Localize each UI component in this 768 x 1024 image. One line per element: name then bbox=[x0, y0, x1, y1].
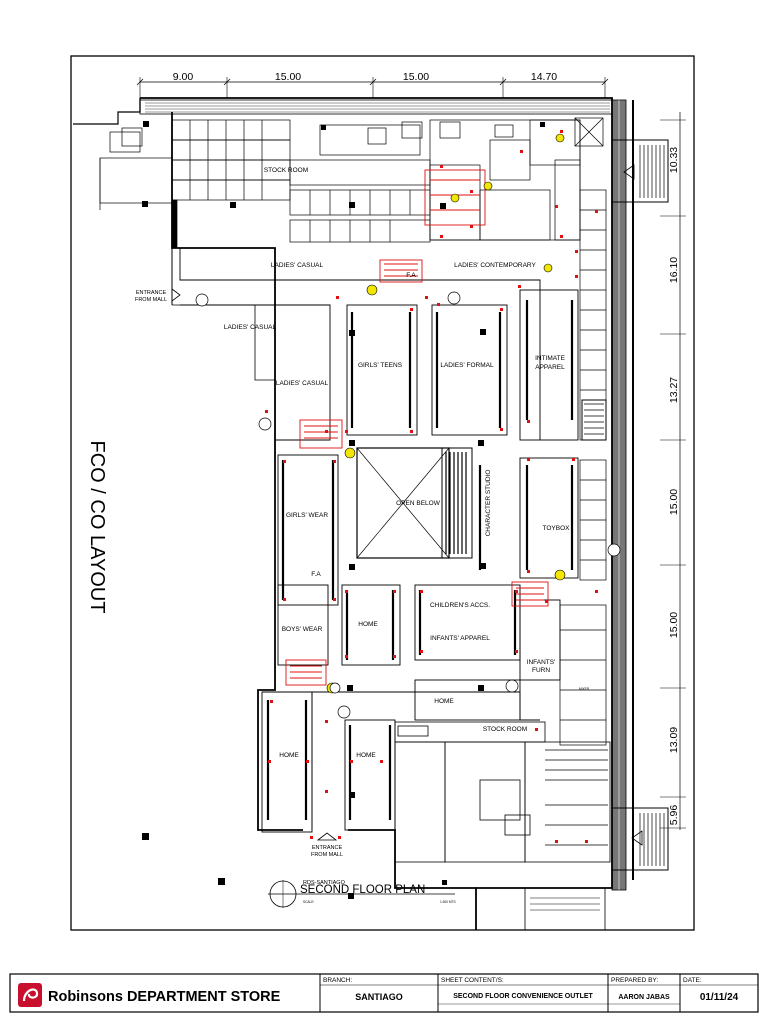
stock-room-top-label: STOCK ROOM bbox=[264, 167, 308, 174]
date-value: 01/11/24 bbox=[700, 992, 739, 1003]
label-mixer: MIXER bbox=[579, 687, 590, 691]
label-character-studio: CHARACTER STUDIO bbox=[485, 470, 492, 537]
sheet-content-label: SHEET CONTENT/S: bbox=[441, 977, 504, 984]
label-infants-furn-2: FURN bbox=[532, 667, 550, 674]
label-ladies-contemporary: LADIES' CONTEMPORARY bbox=[454, 262, 536, 269]
prepared-by-label: PREPARED BY: bbox=[611, 977, 658, 984]
dim-top-2: 15.00 bbox=[275, 71, 301, 83]
dim-right-5: 15.00 bbox=[668, 612, 680, 638]
dim-right-4: 15.00 bbox=[668, 489, 680, 515]
label-fa-2: F.A bbox=[311, 571, 321, 578]
section-callouts bbox=[195, 291, 621, 719]
red-outlet-markers bbox=[265, 130, 598, 843]
label-ladies-casual-2: LADIES' CASUAL bbox=[224, 324, 277, 331]
dim-right-7: 5.96 bbox=[668, 805, 680, 826]
right-hatched-wall bbox=[611, 99, 669, 891]
dim-top-3: 15.00 bbox=[403, 71, 429, 83]
vertical-layout-title: FCO / CO LAYOUT bbox=[86, 441, 108, 614]
bottom-stock-area bbox=[394, 721, 611, 863]
legend-box bbox=[524, 887, 606, 931]
plan-scale-value: 1:300 MTS bbox=[440, 900, 456, 904]
top-hatched-strip bbox=[139, 99, 613, 115]
shelving-lines bbox=[266, 300, 574, 820]
fitting-rooms-column bbox=[559, 189, 607, 746]
entrance-bottom-line1: ENTRANCE bbox=[312, 845, 343, 851]
entrance-left-line1: ENTRANCE bbox=[136, 290, 167, 296]
top-dimension-line: 9.00 15.00 15.00 14.70 bbox=[136, 71, 609, 98]
entrance-bottom-line2: FROM MALL bbox=[311, 852, 343, 858]
label-home-2: HOME bbox=[434, 698, 454, 705]
label-open-below: OPEN BELOW bbox=[396, 500, 441, 507]
prepared-by-value: AARON JABAS bbox=[618, 994, 670, 1001]
sales-floor-fixtures bbox=[179, 248, 579, 833]
label-girls-teens: GIRLS' TEENS bbox=[358, 362, 403, 369]
label-home-4: HOME bbox=[356, 752, 376, 759]
entrance-bottom: ENTRANCE FROM MALL bbox=[311, 832, 343, 858]
building-outline bbox=[73, 97, 613, 930]
label-home-1: HOME bbox=[358, 621, 378, 628]
label-intimate-1: INTIMATE bbox=[535, 355, 566, 362]
dim-right-3: 13.27 bbox=[668, 377, 680, 403]
label-intimate-2: APPAREL bbox=[535, 364, 565, 371]
dim-right-2: 16.10 bbox=[668, 257, 680, 283]
entrance-left-line2: FROM MALL bbox=[135, 297, 167, 303]
sheet-content-value: SECOND FLOOR CONVENIENCE OUTLET bbox=[453, 993, 593, 1000]
dim-top-1: 9.00 bbox=[173, 71, 194, 83]
label-ladies-casual-1: LADIES' CASUAL bbox=[271, 262, 324, 269]
title-block: Robinsons DEPARTMENT STORE BRANCH: SANTI… bbox=[9, 973, 759, 1013]
label-stock-room-bottom: STOCK ROOM bbox=[483, 726, 527, 733]
brand-name: Robinsons DEPARTMENT STORE bbox=[48, 989, 281, 1005]
dim-right-1: 10.33 bbox=[668, 147, 680, 173]
sheet-border bbox=[70, 55, 695, 931]
label-childrens-accs: CHILDREN'S ACCS. bbox=[430, 602, 490, 609]
label-infants-furn-1: INFANTS' bbox=[527, 659, 556, 666]
column-markers bbox=[142, 121, 545, 899]
department-labels: LADIES' CASUAL LADIES' CONTEMPORARY LADI… bbox=[224, 262, 590, 759]
plan-title: SECOND FLOOR PLAN bbox=[300, 884, 425, 896]
entrance-left: ENTRANCE FROM MALL bbox=[135, 288, 181, 303]
label-ladies-formal: LADIES' FORMAL bbox=[440, 362, 494, 369]
dim-top-4: 14.70 bbox=[531, 71, 557, 83]
branch-label: BRANCH: bbox=[323, 977, 352, 984]
escalator bbox=[441, 447, 473, 559]
label-girls-wear: GIRLS' WEAR bbox=[286, 512, 328, 519]
fire-extinguisher-icons bbox=[326, 133, 566, 694]
top-stock-room-area bbox=[99, 119, 461, 249]
label-infants-apparel: INFANTS' APPAREL bbox=[430, 635, 490, 642]
date-label: DATE: bbox=[683, 977, 702, 984]
plan-scale-label: SCALE: bbox=[303, 900, 314, 904]
plan-title-small: RDS-SANTIAGO bbox=[303, 880, 346, 886]
label-toybox: TOYBOX bbox=[543, 525, 571, 532]
plan-title-block: RDS-SANTIAGO SECOND FLOOR PLAN SCALE: 1:… bbox=[268, 880, 456, 908]
branch-value: SANTIAGO bbox=[355, 992, 403, 1002]
brand-logo-icon bbox=[18, 983, 42, 1007]
right-dimension-line: 10.33 16.10 13.27 15.00 15.00 13.09 5.96 bbox=[660, 112, 686, 830]
label-fa-1: F.A bbox=[406, 272, 416, 279]
restroom-block bbox=[429, 117, 604, 241]
label-home-3: HOME bbox=[279, 752, 299, 759]
label-ladies-casual-3: LADIES' CASUAL bbox=[276, 380, 329, 387]
label-boys-wear: BOYS' WEAR bbox=[282, 626, 323, 633]
dim-right-6: 13.09 bbox=[668, 727, 680, 753]
